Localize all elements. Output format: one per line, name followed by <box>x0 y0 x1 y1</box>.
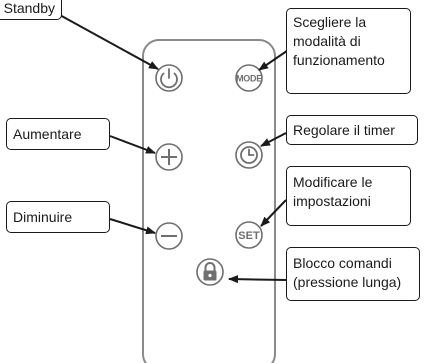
set-button[interactable]: SET <box>235 221 263 249</box>
callout-decrease-text: Diminuire <box>13 208 73 225</box>
callout-timer-text: Regolare il timer <box>293 121 395 138</box>
callout-increase-text: Aumentare <box>13 125 82 142</box>
remote-body <box>142 39 276 363</box>
callout-settings-text: Modificare le impostazioni <box>293 174 373 209</box>
arrow-timer <box>260 132 287 147</box>
minus-button[interactable] <box>155 222 183 250</box>
callout-standby-text: Standby <box>3 0 55 16</box>
callout-settings: Modificare le impostazioni <box>286 166 411 226</box>
arrow-settings <box>260 199 287 227</box>
plus-button[interactable] <box>155 143 183 171</box>
mode-button[interactable]: MODE <box>235 64 263 92</box>
callout-increase: Aumentare <box>6 118 110 150</box>
plus-icon <box>161 149 177 165</box>
clock-icon <box>240 146 258 164</box>
lock-button[interactable] <box>196 258 224 286</box>
power-button[interactable] <box>155 64 183 92</box>
callout-standby: Standby <box>0 0 62 20</box>
callout-timer: Regolare il timer <box>286 115 418 145</box>
callout-lock-text: Blocco comandi (pressione lunga) <box>293 255 402 290</box>
arrow-standby <box>57 13 159 70</box>
set-button-label: SET <box>238 230 260 242</box>
callout-mode-text: Scegliere la modalità di funzionamento <box>293 14 385 68</box>
callout-lock: Blocco comandi (pressione lunga) <box>286 247 420 301</box>
arrow-decrease <box>109 218 156 235</box>
timer-button[interactable] <box>235 141 263 169</box>
arrow-increase <box>109 135 156 154</box>
power-icon <box>160 68 178 89</box>
callout-mode: Scegliere la modalità di funzionamento <box>286 8 411 94</box>
mode-button-label: MODE <box>236 74 262 84</box>
callout-decrease: Diminuire <box>6 201 110 233</box>
arrow-lock <box>228 275 287 284</box>
lock-icon <box>203 262 217 281</box>
